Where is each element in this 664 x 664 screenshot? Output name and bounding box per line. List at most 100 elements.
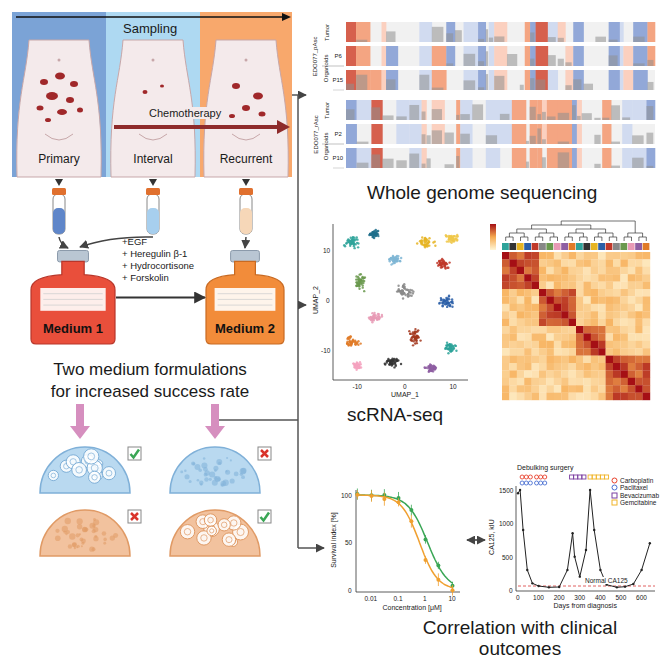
sample-tubes <box>52 179 253 248</box>
tick-label: 10 <box>449 595 456 602</box>
cell-point <box>362 277 364 279</box>
cell-point <box>352 362 354 364</box>
tick-label: 50 <box>345 539 352 546</box>
copy-number-bar <box>446 63 453 66</box>
bottle-body <box>206 261 284 344</box>
cell-point <box>440 298 442 300</box>
bottle-cap <box>58 251 89 262</box>
cell-debris <box>192 462 195 465</box>
figure-shape <box>76 404 84 427</box>
cell-debris <box>226 457 228 459</box>
organoid-lumen <box>237 528 244 535</box>
ca125-point <box>616 586 618 588</box>
cell-point <box>362 286 364 288</box>
cell-point <box>424 237 426 239</box>
dendrogram <box>509 233 524 237</box>
copy-number-segment <box>386 70 398 90</box>
copy-number-segment <box>633 46 648 66</box>
heatmap-cell <box>598 282 606 290</box>
organoid-wells <box>40 447 271 556</box>
copy-number-bar <box>422 134 426 144</box>
heatmap-cell <box>502 296 510 304</box>
copy-number-segment <box>609 22 620 42</box>
cell-point <box>355 365 357 367</box>
heatmap-cell <box>591 289 599 297</box>
cell-debris <box>230 478 235 483</box>
heatmap-cell <box>561 348 569 356</box>
tick-label: 0 <box>326 297 330 304</box>
heatmap-cell <box>635 341 643 349</box>
dendrogram <box>569 233 584 237</box>
heatmap-cell <box>554 304 562 312</box>
row-group: Organoids <box>323 54 330 82</box>
cell-point <box>355 285 357 287</box>
cell-point <box>446 240 448 242</box>
copy-number-segment <box>432 124 445 144</box>
heatmap-cell <box>539 289 547 297</box>
copy-number-bar <box>547 116 556 120</box>
heatmap-cell <box>613 311 621 319</box>
heatmap-cell <box>576 274 584 282</box>
cell-debris <box>72 543 77 548</box>
cell-point <box>370 316 372 318</box>
cell-point <box>348 338 350 340</box>
copy-number-bar <box>526 141 529 144</box>
heatmap-cell <box>598 267 606 275</box>
well-dome <box>170 510 260 556</box>
heatmap-cell <box>569 267 577 275</box>
row-group: Tumor <box>324 23 331 40</box>
cell-point <box>377 313 379 315</box>
cell-debris <box>225 470 227 472</box>
heatmap-cell <box>554 333 562 341</box>
copy-number-segment <box>542 100 547 120</box>
heatmap-cell <box>561 341 569 349</box>
heatmap-cell <box>509 385 517 393</box>
medium-bottle: Medium 2 <box>205 250 285 345</box>
cell-point <box>445 344 447 346</box>
organoid-lumen <box>92 475 97 480</box>
body-outlines <box>17 40 288 177</box>
cell-point <box>448 261 450 263</box>
copy-number-bar <box>542 112 546 120</box>
copy-number-bar <box>646 106 653 120</box>
cell-debris <box>216 459 222 465</box>
figure-shape <box>16 16 284 18</box>
supplement-text: + Heregulin β-1 <box>122 249 187 260</box>
heatmap-cell <box>517 282 525 290</box>
cell-point <box>349 335 351 337</box>
heatmap-cell <box>509 311 517 319</box>
heatmap-cell <box>532 296 540 304</box>
cell-debris <box>68 544 72 548</box>
heatmap-cell <box>532 319 540 327</box>
figure-shape <box>229 114 235 118</box>
organoid-lumen <box>208 517 214 523</box>
heatmap-cell <box>591 304 599 312</box>
bottle-label: Medium 2 <box>215 322 275 337</box>
cell-debris <box>199 480 203 484</box>
event-note: Debulking surgery <box>517 464 573 472</box>
organoid-lumen <box>106 470 112 476</box>
heatmap-cell <box>628 304 636 312</box>
heatmap-cell <box>628 274 636 282</box>
cell-point <box>390 263 392 265</box>
treatment-marker <box>520 481 524 485</box>
treatment-marker <box>543 481 547 485</box>
copy-number-segment <box>356 46 370 66</box>
reference-note: Normal CA125 <box>583 577 630 584</box>
heatmap-cell <box>620 311 628 319</box>
copy-number-bar <box>558 38 564 42</box>
track-row <box>346 70 655 90</box>
copy-number-bar <box>507 54 517 66</box>
sample-colour <box>620 243 627 250</box>
tumour-spots <box>37 73 266 123</box>
heatmap-cell <box>524 252 532 260</box>
heatmap-cell <box>620 267 628 275</box>
copy-number-bar <box>382 115 393 120</box>
heatmap-cell <box>576 341 584 349</box>
cell-point <box>358 285 360 287</box>
copy-number-segment <box>464 22 479 42</box>
organoid-lumen <box>221 522 227 528</box>
treatment-marker <box>524 481 528 485</box>
heatmap-cell <box>517 363 525 371</box>
dendrogram <box>639 237 646 241</box>
